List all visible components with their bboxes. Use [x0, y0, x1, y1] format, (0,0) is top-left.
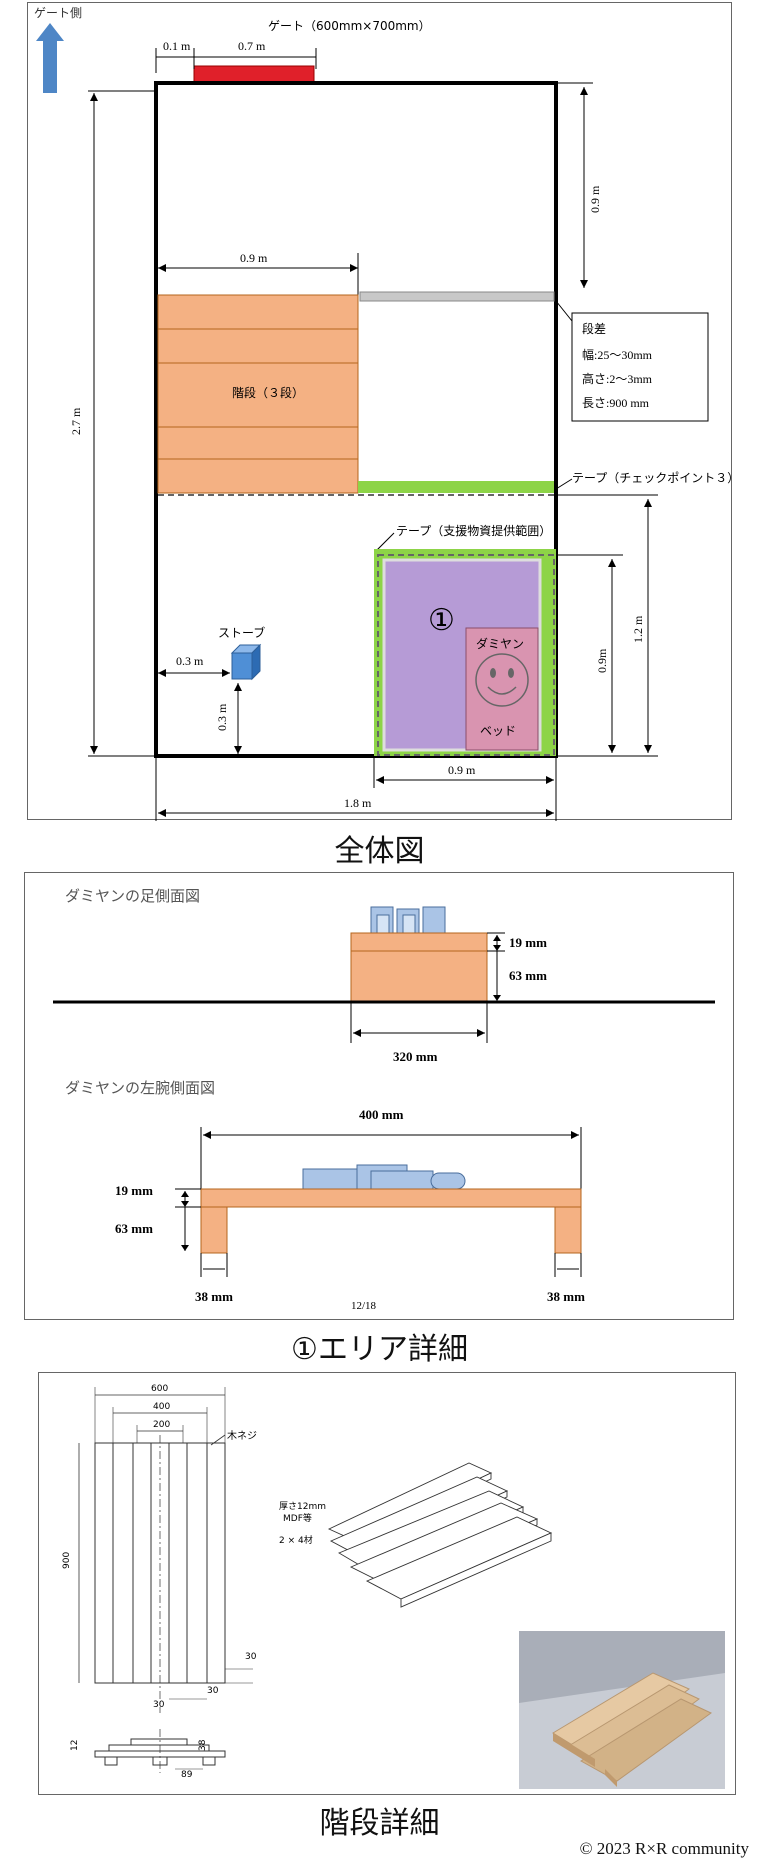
right-top-dim: 0.9 m [588, 185, 602, 213]
overall-caption: 全体図 [334, 834, 425, 869]
arm-width-dim: 400 mm [359, 1107, 404, 1122]
dummy-label: ダミヤン [476, 636, 524, 651]
stove-x-dim: 0.3 m [176, 654, 204, 668]
copyright: © 2023 R×R community [579, 1839, 749, 1858]
step-note-title: 段差 [582, 321, 606, 336]
step-note-length: 長さ:900 mm [582, 396, 650, 410]
stair-isometric-drawing [327, 1462, 553, 1608]
stairs-label: 階段（３段） [232, 385, 304, 400]
area-detail-caption: ①エリア詳細 [291, 1332, 468, 1367]
dummy-face-icon [475, 653, 529, 707]
area-width-dim: 0.9 m [448, 763, 476, 777]
right-dim-0-9m: 0.9m [595, 648, 609, 673]
board-label-2: MDF等 [283, 1512, 312, 1524]
stair-plan-drawing [94, 1435, 226, 1713]
gate-label: ゲート（600mm×700mm） [268, 19, 431, 33]
dim-900: 900 [62, 1552, 72, 1569]
leg-right-dim: 38 mm [547, 1289, 585, 1304]
dim-200: 200 [153, 1420, 170, 1430]
stairs-width-dim: 0.9 m [240, 251, 268, 265]
step-note-height: 高さ:2～3mm [582, 371, 653, 386]
step-note-box [571, 312, 709, 422]
dim-30c: 30 [153, 1700, 165, 1710]
stove-label: ストーブ [218, 625, 265, 640]
step-note-width: 幅:25～30mm [582, 347, 653, 362]
stove-y-dim: 0.3 m [215, 703, 229, 731]
tape-checkpoint [358, 481, 554, 493]
total-width-dim: 1.8 m [344, 796, 372, 810]
gate-width-dim: 0.7 m [238, 39, 266, 53]
foot-dim-bottom: 63 mm [509, 968, 547, 983]
arm-dim-top: 19 mm [115, 1183, 153, 1198]
dim-30b: 30 [207, 1686, 219, 1696]
stair-elevation-drawing [94, 1729, 226, 1773]
arm-view-leg-right [554, 1206, 582, 1254]
dim-400: 400 [153, 1402, 170, 1412]
stair-detail-svg: 600 400 200 900 木ネジ 30 30 30 [62, 1384, 725, 1789]
stair-detail-caption: 階段詳細 [319, 1806, 440, 1841]
arm-dim-bottom: 63 mm [115, 1221, 153, 1236]
stove-icon [230, 643, 262, 681]
height-total-dim: 2.7 m [69, 407, 83, 435]
leg-left-dim: 38 mm [195, 1289, 233, 1304]
area-detail-panel: ダミヤンの足側面図 19 mm 63 mm 320 mm ダミヤンの左腕側面図 … [24, 872, 734, 1320]
gate-side-label: ゲート側 [34, 6, 82, 20]
right-dim-1-2m: 1.2 m [631, 615, 645, 643]
page-number: 12/18 [351, 1300, 377, 1312]
dim-89: 89 [181, 1770, 193, 1780]
area-marker: ① [428, 603, 455, 638]
arm-view-leg-left [200, 1206, 228, 1254]
room-outline [154, 81, 558, 758]
stair-detail-panel: 600 400 200 900 木ネジ 30 30 30 [38, 1372, 736, 1795]
foot-dim-top: 19 mm [509, 935, 547, 950]
lumber-label: 2 × 4材 [279, 1534, 313, 1546]
overall-diagram-panel: ゲート側 ゲート（600mm×700mm） 0.1 m 0.7 m 0.9 m … [27, 2, 739, 823]
area-detail-svg: ダミヤンの足側面図 19 mm 63 mm 320 mm ダミヤンの左腕側面図 … [53, 887, 715, 1312]
arm-view-board [200, 1188, 582, 1208]
tape-supply-label: テープ（支援物資提供範囲） [396, 523, 551, 538]
dim-600: 600 [151, 1384, 168, 1394]
foot-view-base [350, 950, 488, 1002]
dim-38: 38 [198, 1739, 208, 1751]
tape-checkpoint-label: テープ（チェックポイント３） [572, 471, 733, 485]
gate [193, 65, 315, 83]
bed-label: ベッド [480, 724, 516, 738]
foot-view-title: ダミヤンの足側面図 [65, 887, 200, 905]
foot-width-dim: 320 mm [393, 1049, 438, 1064]
dim-30a: 30 [245, 1652, 257, 1662]
arm-view-title: ダミヤンの左腕側面図 [65, 1079, 215, 1097]
overall-diagram-svg: ゲート側 ゲート（600mm×700mm） 0.1 m 0.7 m 0.9 m … [34, 6, 739, 823]
gate-side-arrow-icon [36, 23, 64, 93]
foot-view-board [350, 932, 488, 952]
stairs [157, 294, 359, 494]
board-label-1: 厚さ12mm [279, 1501, 326, 1512]
stair-photo [519, 1631, 725, 1789]
screw-label: 木ネジ [227, 1430, 257, 1442]
step-bar [359, 291, 555, 302]
gate-offset-dim: 0.1 m [163, 39, 191, 53]
dim-12: 12 [70, 1740, 80, 1751]
